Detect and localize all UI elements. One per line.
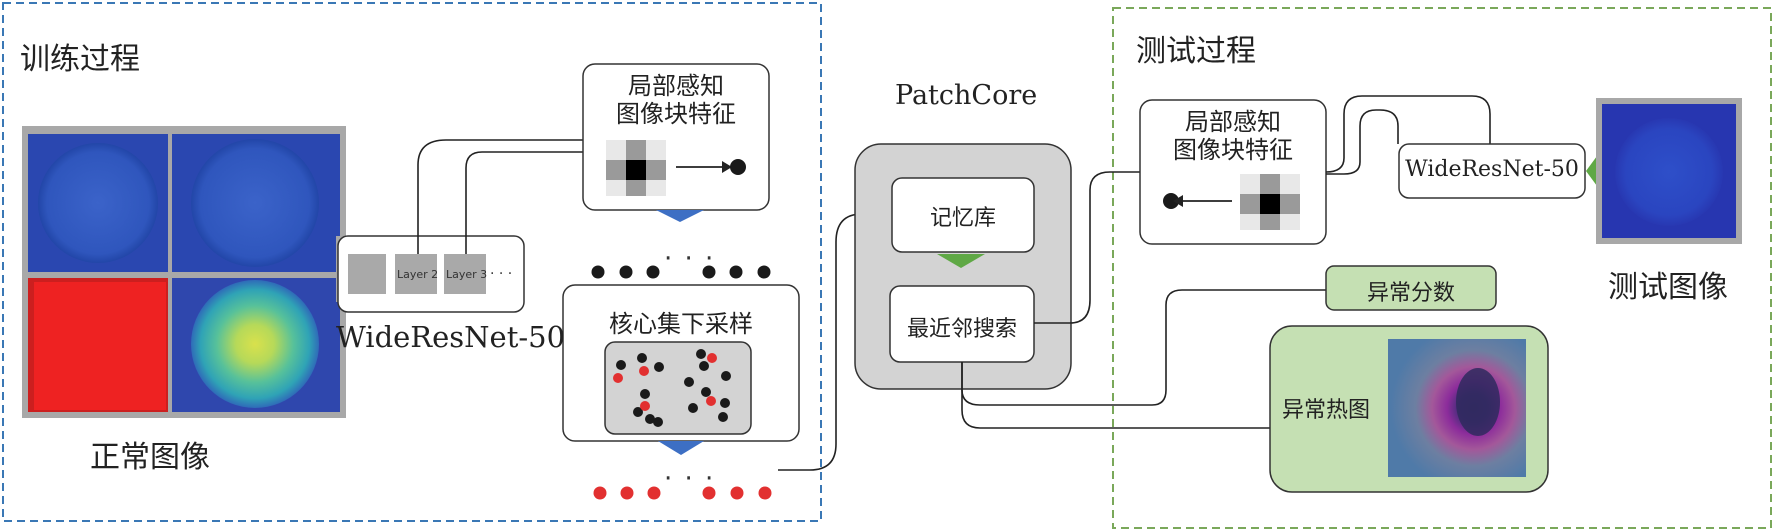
testing-patch-feature-line2: 图像块特征: [1173, 136, 1293, 164]
testing-backbone-label: WideResNet-50: [1405, 157, 1579, 182]
layer3-label: Layer 3: [446, 268, 488, 281]
coreset-label: 核心集下采样: [609, 310, 753, 338]
anomaly-heatmap-image: [1388, 339, 1526, 477]
training-section-title: 训练过程: [20, 42, 140, 77]
layer3-block: [444, 254, 486, 294]
training-patch-feature-line2: 图像块特征: [616, 100, 736, 128]
normal-image-4: [172, 278, 340, 412]
testing-feature-point: [1163, 193, 1179, 209]
anomaly-heatmap-label: 异常热图: [1282, 398, 1371, 423]
memory-bank-box: [891, 177, 1035, 253]
anomaly-score-label: 异常分数: [1366, 281, 1455, 306]
layer2-block: [395, 254, 437, 294]
test-backbone-to-feature-line: [1325, 95, 1491, 173]
test-image-to-backbone-arrow: [1586, 156, 1597, 186]
feature-dots-row: [591, 265, 771, 279]
coreset-down-arrow: [658, 441, 704, 455]
coreset-dots-ellipsis: · · ·: [664, 464, 716, 494]
normal-image-1: [28, 134, 168, 272]
patchcore-title: PatchCore: [895, 80, 1038, 111]
layer1-block: [348, 254, 386, 294]
coreset-dots-row: [593, 486, 772, 500]
coreset-to-memory-line: [778, 213, 892, 471]
testing-section-border: [1112, 7, 1772, 529]
layer-to-feature-line: [417, 139, 583, 254]
memory-down-arrow: [937, 254, 985, 268]
layer2-label: Layer 2: [397, 268, 439, 281]
training-patch-kernel: [606, 140, 666, 196]
normal-images-label: 正常图像: [90, 440, 210, 475]
memory-bank-label: 记忆库: [929, 206, 996, 231]
nn-search-label: 最近邻搜索: [906, 317, 1017, 342]
testing-patch-feature-label: 局部感知 图像块特征: [1140, 108, 1326, 164]
training-feature-point: [730, 159, 746, 175]
layer-more-label: · · ·: [490, 266, 513, 282]
training-section-border: [2, 2, 822, 522]
testing-patch-kernel: [1240, 174, 1300, 230]
testing-backbone-box: [1398, 143, 1586, 199]
nn-to-heatmap-line: [961, 362, 1270, 429]
testing-section-title: 测试过程: [1136, 34, 1256, 69]
test-image: [1602, 104, 1736, 238]
training-patch-feature-label: 局部感知 图像块特征: [583, 72, 769, 128]
normal-image-2: [172, 134, 340, 272]
testing-patch-feature-line1: 局部感知: [1185, 108, 1281, 136]
training-patch-feature-line1: 局部感知: [628, 72, 724, 100]
coreset-sample-points: [613, 349, 731, 427]
anomaly-score-box: [1325, 265, 1497, 311]
nn-to-score-line: [961, 289, 1326, 406]
feature-dots-ellipsis: · · ·: [664, 244, 716, 274]
training-backbone-label: WideResNet-50: [336, 320, 566, 354]
test-image-label: 测试图像: [1608, 270, 1728, 305]
normal-image-3: [28, 278, 168, 412]
nn-to-test-feature-line: [1034, 171, 1140, 324]
feature-down-arrow: [656, 210, 704, 222]
coreset-sample-area: [604, 341, 752, 435]
